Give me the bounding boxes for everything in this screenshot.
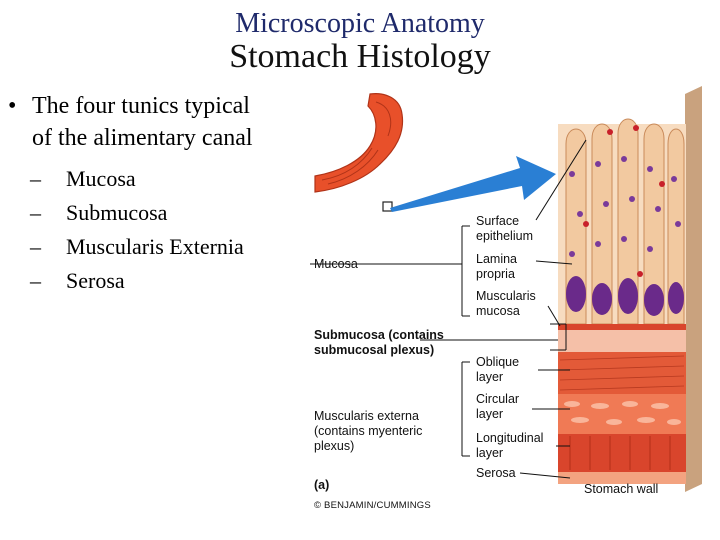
label-longitudinal: Longitudinal [476, 431, 544, 445]
figure-illustration [310, 86, 702, 492]
label-panel-a: (a) [314, 478, 330, 492]
list-item: – Submucosa [30, 196, 320, 230]
list-item-label: Mucosa [66, 166, 136, 191]
list-item: – Muscularis Externia [30, 230, 320, 264]
label-lamina-propria: Lamina [476, 252, 517, 266]
label-longitudinal-2: layer [476, 446, 504, 460]
label-circular: Circular [476, 392, 520, 406]
slide-title: Stomach Histology [229, 38, 491, 75]
slide-supertitle: Microscopic Anatomy [235, 8, 485, 39]
list-item-label: Serosa [66, 268, 125, 293]
label-muscularis-externa-3: plexus) [314, 439, 355, 453]
dash-marker: – [30, 200, 41, 225]
dash-marker: – [30, 268, 41, 293]
label-mucosa: Mucosa [314, 257, 358, 271]
label-muscularis-mucosa-2: mucosa [476, 304, 520, 318]
dash-marker: – [30, 166, 41, 191]
label-oblique: Oblique [476, 355, 520, 369]
label-circular-2: layer [476, 407, 504, 421]
dash-marker: – [30, 234, 41, 259]
label-submucosa: Submucosa (contains [314, 328, 444, 342]
stomach-histology-figure: Surface epithelium Lamina propria Muscul… [310, 84, 712, 520]
bullet-point: • The four tunics typical of the aliment… [8, 90, 308, 154]
magnify-arrow-icon [390, 156, 556, 212]
list-item-label: Submucosa [66, 200, 168, 225]
bullet-symbol: • [8, 93, 17, 119]
label-muscularis-mucosa: Muscularis [476, 289, 536, 303]
bullet-line-1: The four tunics typical [32, 93, 250, 119]
tunic-list: – Mucosa – Submucosa – Muscularis Extern… [30, 162, 320, 298]
label-muscularis-externa-2: (contains myenteric [314, 424, 423, 438]
label-lamina-propria-2: propria [476, 267, 515, 281]
label-serosa: Serosa [476, 466, 516, 480]
label-stomach-wall: Stomach wall [584, 482, 659, 496]
copyright-credit: © BENJAMIN/CUMMINGS [314, 500, 431, 511]
label-submucosa-2: submucosal plexus) [314, 343, 435, 357]
bullet-line-2: of the alimentary canal [32, 125, 253, 151]
list-item: – Serosa [30, 264, 320, 298]
label-muscularis-externa: Muscularis externa [314, 409, 419, 423]
label-oblique-2: layer [476, 370, 504, 384]
label-surface-epithelium-2: epithelium [476, 229, 533, 243]
label-surface-epithelium: Surface [476, 214, 520, 228]
list-item-label: Muscularis Externia [66, 234, 244, 259]
tissue-block [558, 86, 702, 492]
list-item: – Mucosa [30, 162, 320, 196]
stomach-organ-icon [314, 93, 404, 212]
